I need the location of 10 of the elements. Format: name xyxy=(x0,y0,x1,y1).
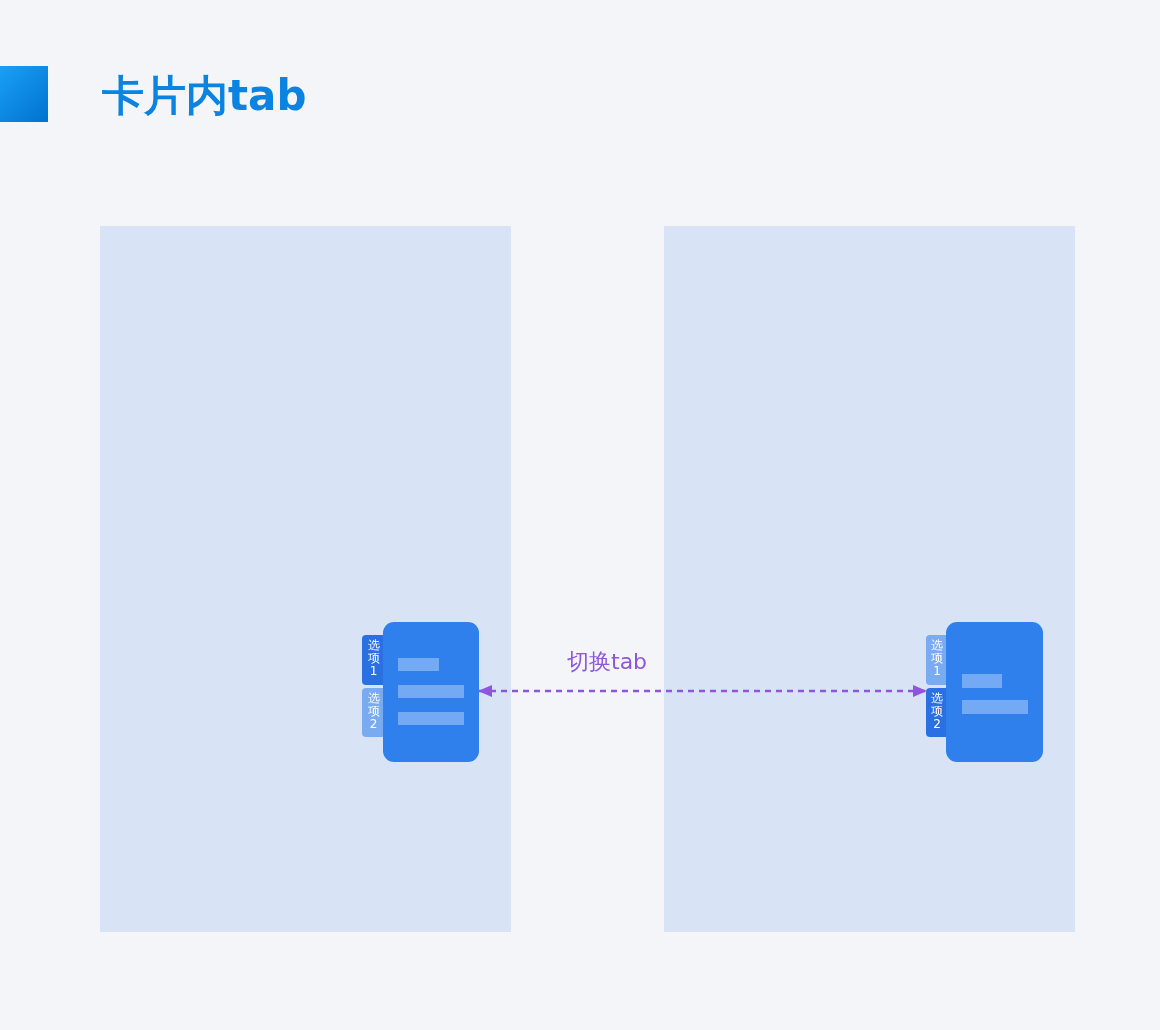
title: 卡片内tab xyxy=(102,70,307,122)
arrow xyxy=(478,685,927,697)
tab: 选项1 xyxy=(362,635,385,685)
tab: 选项2 xyxy=(362,688,385,737)
tab: 选项1 xyxy=(926,635,948,685)
panel xyxy=(100,226,511,932)
panel xyxy=(664,226,1075,932)
card xyxy=(383,622,479,762)
card xyxy=(946,622,1043,762)
tab: 选项2 xyxy=(926,688,948,737)
